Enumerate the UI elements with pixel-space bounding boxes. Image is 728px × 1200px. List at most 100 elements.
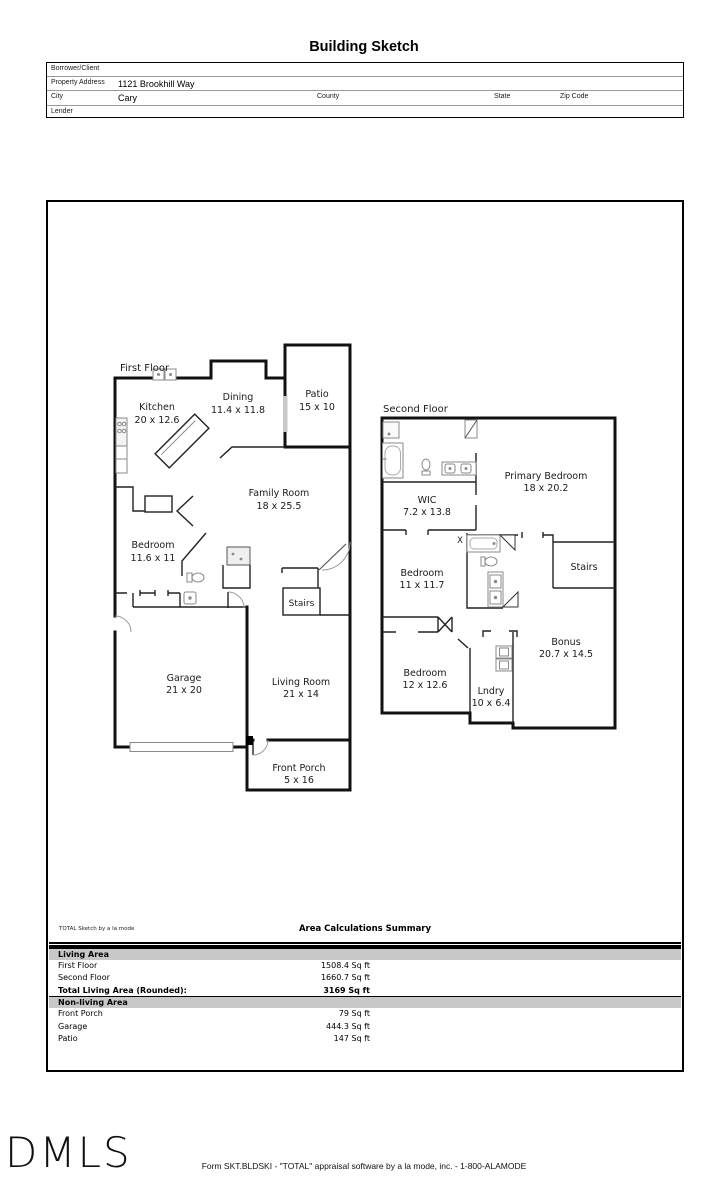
living-area-band: Living Area xyxy=(49,949,681,960)
row-value: 444.3 Sq ft xyxy=(326,1021,370,1031)
row-value: 79 Sq ft xyxy=(338,1009,370,1019)
room-label-garage: Garage 21 x 20 xyxy=(166,673,202,696)
garage-name: Garage xyxy=(167,673,202,684)
patio-dims: 15 x 10 xyxy=(299,402,335,413)
first-floor-title: First Floor xyxy=(120,363,170,374)
summary-row-first-floor: First Floor 1508.4 Sq ft xyxy=(49,960,681,972)
bonus-dims: 20.7 x 14.5 xyxy=(539,649,593,660)
city-label: City xyxy=(51,93,64,101)
second-floor-plan: Second Floor X WIC 7.2 x 13.8 Primary Be… xyxy=(380,404,617,730)
porch-door-jamb xyxy=(246,736,253,745)
garage-door xyxy=(129,742,234,752)
zip-label: Zip Code xyxy=(560,93,589,101)
wic-dims: 7.2 x 13.8 xyxy=(403,507,451,518)
room-label-kitchen: Kitchen 20 x 12.6 xyxy=(135,402,180,426)
row-value: 1508.4 Sq ft xyxy=(320,961,370,970)
summary-title: Area Calculations Summary xyxy=(298,924,432,934)
room-label-patio: Patio 15 x 10 xyxy=(299,389,335,413)
stairs-label-2: Stairs xyxy=(570,562,597,573)
primary-bedroom-dims: 18 x 20.2 xyxy=(524,483,569,494)
city-row: City Cary County State Zip Code xyxy=(47,91,683,106)
dining-name: Dining xyxy=(223,392,254,403)
summary-row-front-porch: Front Porch 79 Sq ft xyxy=(49,1008,681,1020)
living-room-name: Living Room xyxy=(272,677,330,688)
bonus-name: Bonus xyxy=(551,637,580,648)
county-label: County xyxy=(317,93,340,101)
living-room-dims: 21 x 14 xyxy=(283,689,319,700)
first-floor-interior-walls xyxy=(115,446,350,755)
laundry-dims: 10 x 6.4 xyxy=(472,698,511,709)
room-label-dining: Dining 11.4 x 11.8 xyxy=(211,392,265,416)
kitchen-dims: 20 x 12.6 xyxy=(135,415,180,426)
borrower-row: Borrower/Client xyxy=(47,63,683,78)
kitchen-fixtures xyxy=(115,368,177,474)
row-value: 147 Sq ft xyxy=(333,1033,370,1043)
dining-dims: 11.4 x 11.8 xyxy=(211,405,265,416)
family-room-name: Family Room xyxy=(249,488,310,499)
lender-label: Lender xyxy=(51,107,73,115)
nonliving-area-band: Non-living Area xyxy=(49,997,681,1009)
kitchen-name: Kitchen xyxy=(139,402,175,413)
total-sketch-branding: TOTAL Sketch by a la mode xyxy=(59,926,135,932)
stairs-label: Stairs xyxy=(289,599,315,609)
room-label-front-porch: Front Porch 5 x 16 xyxy=(272,763,325,786)
first-floor-plan: First Floor Kitchen 20 x 12.6 Dining 11.… xyxy=(113,343,352,792)
area-calculations-summary: TOTAL Sketch by a la mode Area Calculati… xyxy=(49,920,681,1045)
bedroom-b-dims: 12 x 12.6 xyxy=(403,680,448,691)
summary-row-second-floor: Second Floor 1660.7 Sq ft xyxy=(49,972,681,984)
room-label-bedroom-b: Bedroom 12 x 12.6 xyxy=(403,668,448,691)
summary-row-garage: Garage 444.3 Sq ft xyxy=(49,1021,681,1033)
summary-row-total-living: Total Living Area (Rounded): 3169 Sq ft xyxy=(49,985,681,998)
bathroom-fixtures xyxy=(183,546,251,605)
kitchen-island xyxy=(154,413,210,469)
row-label: Garage xyxy=(58,1021,88,1031)
laundry-fixtures xyxy=(495,645,513,672)
laundry-name: Lndry xyxy=(478,686,505,697)
dmls-logo: DMLS xyxy=(5,1128,132,1177)
summary-divider-thick xyxy=(49,945,681,949)
room-label-bedroom-a: Bedroom 11 x 11.7 xyxy=(400,568,445,591)
sketch-border-box xyxy=(46,200,684,1072)
row-label: Patio xyxy=(58,1033,78,1043)
bedroom-b-name: Bedroom xyxy=(404,668,447,679)
total-label: Total Living Area (Rounded): xyxy=(58,985,187,995)
room-label-wic: WIC 7.2 x 13.8 xyxy=(403,495,451,518)
front-porch-dims: 5 x 16 xyxy=(284,775,314,786)
front-porch-name: Front Porch xyxy=(272,763,325,774)
city-value: Cary xyxy=(118,93,138,104)
second-floor-title: Second Floor xyxy=(383,404,449,415)
patio-sliding-door xyxy=(283,396,288,432)
row-label: Second Floor xyxy=(58,973,110,983)
property-info-table: Borrower/Client Property Address 1121 Br… xyxy=(46,62,684,118)
room-label-laundry: Lndry 10 x 6.4 xyxy=(472,686,511,709)
total-value: 3169 Sq ft xyxy=(323,985,370,995)
row-label: First Floor xyxy=(58,961,98,970)
wic-name: WIC xyxy=(418,495,437,506)
form-footer-line: Form SKT.BLDSKI - "TOTAL" appraisal soft… xyxy=(201,1161,527,1171)
hall-bath-fixtures xyxy=(466,534,519,608)
room-label-family-room: Family Room 18 x 25.5 xyxy=(249,488,310,512)
primary-bedroom-name: Primary Bedroom xyxy=(505,471,588,482)
page-title: Building Sketch xyxy=(309,39,419,55)
first-floor-door-arcs xyxy=(114,541,351,756)
state-label: State xyxy=(494,93,511,101)
property-address-value: 1121 Brookhill Way xyxy=(118,79,195,90)
room-label-bedroom: Bedroom 11.6 x 11 xyxy=(131,540,176,564)
room-label-bonus: Bonus 20.7 x 14.5 xyxy=(539,637,593,660)
patio-name: Patio xyxy=(305,389,328,400)
bedroom-dims: 11.6 x 11 xyxy=(131,553,176,564)
property-address-row: Property Address 1121 Brookhill Way xyxy=(47,77,683,92)
property-address-label: Property Address xyxy=(51,79,105,87)
summary-header: TOTAL Sketch by a la mode Area Calculati… xyxy=(49,920,681,942)
room-label-primary-bedroom: Primary Bedroom 18 x 20.2 xyxy=(505,471,588,494)
door-marker-x: X xyxy=(457,536,463,546)
bedroom-name: Bedroom xyxy=(132,540,175,551)
room-label-living-room: Living Room 21 x 14 xyxy=(272,677,330,700)
summary-divider-thin xyxy=(49,942,681,944)
garage-dims: 21 x 20 xyxy=(166,685,202,696)
stairs-door-leaf xyxy=(318,543,347,571)
family-room-dims: 18 x 25.5 xyxy=(257,501,302,512)
row-label: Front Porch xyxy=(58,1009,103,1019)
summary-row-patio: Patio 147 Sq ft xyxy=(49,1033,681,1045)
